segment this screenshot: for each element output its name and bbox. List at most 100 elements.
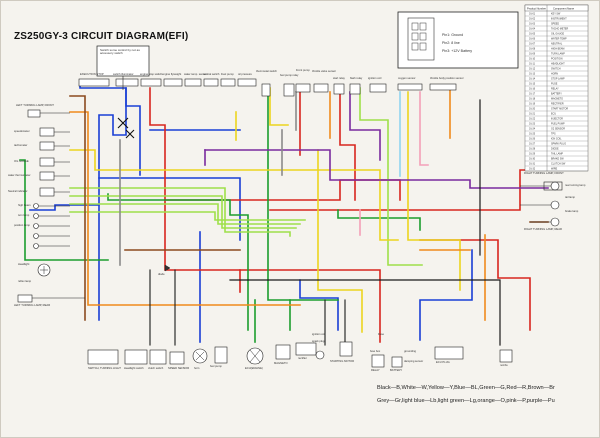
label-fuel-pump: Fuel pump bbox=[221, 73, 234, 76]
clutch-switch bbox=[149, 349, 167, 365]
oil-gauge-box bbox=[39, 157, 55, 167]
wire-red-2 bbox=[164, 199, 381, 343]
table-cell-name: CLUTCH SW bbox=[551, 163, 566, 166]
wire-blue-1 bbox=[79, 82, 127, 321]
table-cell-number: 01-23 bbox=[529, 123, 536, 126]
label-neutral-indicator: Neutral indicator bbox=[8, 190, 28, 193]
wire-green-2 bbox=[267, 91, 339, 301]
wire-lightgreen-3 bbox=[69, 203, 301, 225]
table-cell-number: 01-31 bbox=[529, 163, 536, 166]
table-cell-number: 01-19 bbox=[529, 103, 536, 106]
wire-lightgreen-2 bbox=[69, 195, 297, 229]
table-cell-name: TACHO METER bbox=[551, 28, 568, 31]
table-cell-name: INJECTOR bbox=[551, 118, 563, 121]
label-oil-pressure: oil pressure bbox=[238, 73, 252, 76]
wire-blue-7 bbox=[419, 249, 473, 341]
diagram-title: ZS250GY-3 CIRCUIT DIAGRAM(EFI) bbox=[14, 31, 189, 42]
throttle-valve-sensor-box bbox=[313, 83, 329, 93]
wire-black-ground bbox=[229, 279, 501, 346]
fuel-pump-bottom bbox=[214, 346, 228, 364]
table-cell-name: WATER TEMP bbox=[551, 38, 567, 41]
neutral-indicator-box bbox=[39, 187, 55, 197]
table-cell-name: TAIL LAMP bbox=[551, 153, 563, 156]
label-reflex-lamp: reflex lamp bbox=[18, 280, 32, 283]
wire-red-4 bbox=[339, 87, 356, 201]
label-front-pump: Front pump bbox=[296, 69, 310, 72]
table-cell-number: 01-09 bbox=[529, 53, 536, 56]
bottom-components bbox=[87, 341, 513, 368]
label-neutral-switch: neutral switch bbox=[203, 73, 220, 76]
speedometer-box bbox=[39, 127, 55, 137]
connector-pin-3: Pin3: +12V Battery bbox=[442, 49, 473, 53]
table-cell-number: 01-17 bbox=[529, 93, 536, 96]
table-cell-number: 01-01 bbox=[529, 13, 536, 16]
wire-blue-5 bbox=[299, 279, 339, 331]
label-battery: BATTERY bbox=[390, 369, 403, 372]
table-cell-name: NEUTRAL bbox=[551, 43, 563, 46]
table-cell-name: SWITCH bbox=[551, 68, 561, 71]
color-legend-line-2: Grey—Gr,light blue—Lb,light green—Lg,ora… bbox=[377, 398, 555, 404]
battery-box bbox=[391, 356, 403, 368]
label-switch-illuminator: switch illuminator bbox=[113, 73, 134, 76]
table-cell-name: RECTIFIER bbox=[551, 103, 564, 106]
label-flash-relay: flash relay bbox=[350, 77, 363, 80]
relay-box bbox=[371, 354, 385, 368]
wire-lightgreen-1 bbox=[69, 187, 291, 237]
horn-cross bbox=[195, 351, 205, 361]
table-cell-name: HORN bbox=[551, 73, 558, 76]
table-cell-name: STOP LAMP bbox=[551, 78, 565, 81]
table-cell-name: INSTRUMENT bbox=[551, 18, 567, 21]
label-engine-stop-switch: engine stop switch bbox=[140, 73, 163, 76]
table-cell-number: 01-08 bbox=[529, 48, 536, 51]
headlight-switch bbox=[124, 349, 148, 365]
label-water-thermometer: water thermometer bbox=[8, 174, 31, 177]
table-cell-number: 01-12 bbox=[529, 68, 536, 71]
label-grounding: grounding bbox=[404, 350, 416, 353]
label-fuel-pump-bottom: fuel pump bbox=[210, 365, 222, 368]
tachometer-box bbox=[39, 141, 55, 151]
diode-symbol bbox=[164, 264, 171, 272]
speed-sensor bbox=[169, 351, 185, 365]
label-engine-flyweight: engine flyweight bbox=[162, 73, 182, 76]
label-ignition-coil-bottom: ignition coil bbox=[312, 333, 326, 336]
wire-green-5 bbox=[337, 209, 421, 231]
execution-stop-box bbox=[78, 78, 110, 87]
wire-blue-2 bbox=[125, 87, 141, 176]
label-fuse: Fuse bbox=[378, 333, 384, 336]
table-cell-number: 01-21 bbox=[529, 113, 536, 116]
wire-purple-2 bbox=[349, 91, 381, 161]
label-spark-plug: spark plug bbox=[312, 340, 325, 343]
table-cell-number: 01-27 bbox=[529, 143, 536, 146]
label-brake-lamp: brake lamp bbox=[565, 210, 579, 213]
label-magneto: MAGNETO bbox=[274, 362, 288, 365]
switch-note-text: Switch some control by not as accessory … bbox=[100, 48, 140, 55]
label-start-relay: start relay bbox=[333, 77, 345, 80]
label-rear-turning-lamp: rear turning lamp bbox=[565, 184, 586, 187]
table-cell-number: 01-11 bbox=[529, 63, 536, 66]
ecu-cross bbox=[249, 349, 261, 363]
label-diode: diode bbox=[158, 273, 165, 276]
table-cell-number: 01-03 bbox=[529, 23, 536, 26]
label-ignition-coil: ignition coil bbox=[368, 77, 382, 80]
wire-yellow-2 bbox=[269, 87, 289, 126]
label-ecu-engine: ECU(ENGINE) bbox=[245, 367, 263, 370]
label-high-beam: high beam bbox=[18, 204, 31, 207]
label-left-turning-front: LEFT TURNING LAMP, FRONT bbox=[16, 104, 54, 107]
label-right-turning-rear: RIGHT TURNING LAMP, REAR bbox=[524, 228, 562, 231]
wire-orange-1 bbox=[69, 111, 301, 306]
table-cell-name: O2 SENSOR bbox=[551, 128, 565, 131]
headlight-crosshair bbox=[40, 266, 48, 274]
label-position-lamp: position lamp bbox=[14, 224, 30, 227]
neutral-switch-box bbox=[203, 78, 219, 87]
table-cell-number: 01-28 bbox=[529, 148, 536, 151]
table-cell-number: 01-26 bbox=[529, 138, 536, 141]
table-cell-number: 01-16 bbox=[529, 88, 536, 91]
throttle-body-position-sensor-box bbox=[429, 83, 457, 91]
label-fuse-box: fuse box bbox=[370, 350, 381, 353]
wire-layer bbox=[19, 82, 549, 346]
label-nozzle: nozzle bbox=[500, 364, 508, 367]
table-cell-name: ECU bbox=[551, 113, 556, 116]
wire-green-4 bbox=[19, 159, 109, 261]
table-cell-number: 01-22 bbox=[529, 118, 536, 121]
